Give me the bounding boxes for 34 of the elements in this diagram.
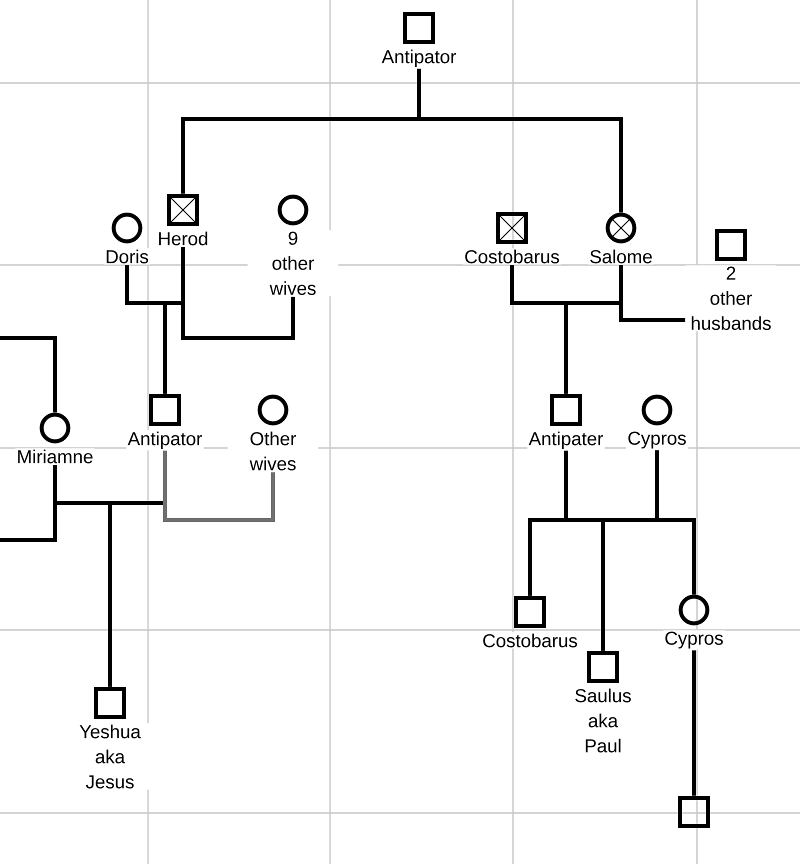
person-square: Saulus aka Paul: [558, 651, 648, 754]
node-label: Antipater: [528, 432, 604, 449]
connector-line: [163, 450, 275, 522]
node-label: Yeshua aka Jesus: [80, 724, 141, 788]
node-label: Other wives: [250, 432, 296, 470]
node-label: Antipator: [128, 432, 202, 449]
person-square: Yeshua aka Jesus: [64, 687, 156, 790]
crossed-person-square: Costobarus: [462, 212, 562, 265]
person-square: 2 other husbands: [686, 229, 776, 332]
node-label: Antipator: [382, 50, 456, 67]
node-label: Miriamne: [18, 450, 93, 464]
connector-line: [0, 465, 57, 542]
person-square: [678, 796, 710, 828]
connector-line: [655, 450, 696, 594]
person-square: Antipator: [380, 12, 458, 68]
person-square: Costobarus: [480, 596, 580, 649]
node-label: 9 other wives: [270, 232, 316, 295]
connector-line: [417, 68, 623, 212]
crossed-person-square: Herod: [156, 194, 210, 247]
connector-line: [163, 247, 185, 394]
node-label: Cypros: [628, 432, 686, 449]
node-label: Costobarus: [483, 634, 578, 648]
person-square: Antipator: [126, 394, 204, 450]
node-label: 2 other husbands: [692, 266, 771, 330]
connector-line: [619, 265, 686, 322]
person-square: Antipater: [527, 394, 605, 450]
node-label: Costobarus: [465, 250, 560, 264]
connector-line: [0, 336, 57, 412]
node-label: Salome: [590, 250, 652, 264]
node-label: Doris: [106, 250, 148, 264]
node-label: Cypros: [665, 632, 723, 649]
node-label: Saulus aka Paul: [575, 688, 631, 752]
connector-line: [692, 650, 696, 796]
node-label: Herod: [159, 232, 208, 246]
